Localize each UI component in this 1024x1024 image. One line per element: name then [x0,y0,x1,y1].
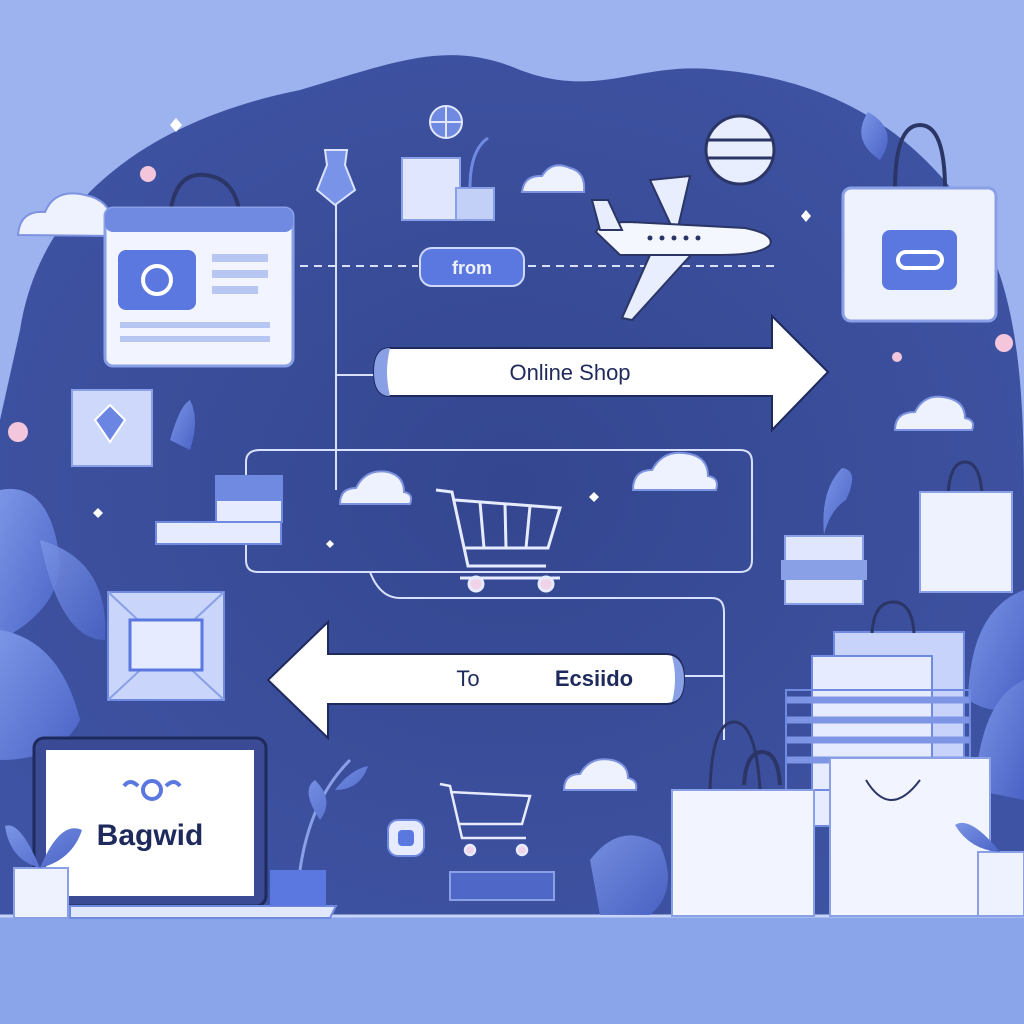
sparkles [93,118,811,548]
globe-icon [429,105,463,139]
brand-name: Bagwid [97,819,204,852]
left-foliage [0,400,195,760]
right-gift-box [781,468,867,605]
small-cart-icon [439,782,532,857]
cloud-icon [520,164,586,193]
cloud-icon [562,758,638,791]
online-shop-arrow[interactable]: Online Shop [372,313,830,433]
top-shopping-bag [401,136,495,221]
connector-lines [245,180,780,740]
right-small-bag [919,460,1013,593]
cloud-icon [338,470,413,505]
chat-bubble-icon [387,819,425,857]
potted-plant-right [955,822,1024,917]
stacked-shopping-bags [671,600,991,917]
shopping-cart-icon [435,488,562,593]
step-blocks [155,475,283,545]
pink-dots [8,166,1013,442]
cloud-icon [631,451,718,491]
right-shopping-bag [841,112,998,323]
to-label: To [456,666,479,691]
flask-icon [315,149,357,207]
camera-icon [118,250,196,310]
browser-window-bag [103,172,295,368]
floor-band [0,915,1024,1024]
center-plant [270,758,368,906]
small-shopping-bag [71,389,153,467]
potted-plant-left [5,825,82,919]
from-button[interactable]: from [419,247,525,287]
platform-block [449,871,555,901]
destination-label: Ecsiido [555,666,633,691]
laptop: Bagwid [32,736,338,919]
round-window-icon [704,114,776,186]
from-label: from [452,258,492,278]
airplane-icon [590,174,772,322]
bagwid-logo-icon [122,779,182,801]
clouds [16,164,975,791]
online-shop-label: Online Shop [509,360,630,385]
gift-box-icon [107,591,225,701]
cloud-icon [893,395,975,431]
to-destination-arrow[interactable]: To Ecsiido [266,619,686,741]
